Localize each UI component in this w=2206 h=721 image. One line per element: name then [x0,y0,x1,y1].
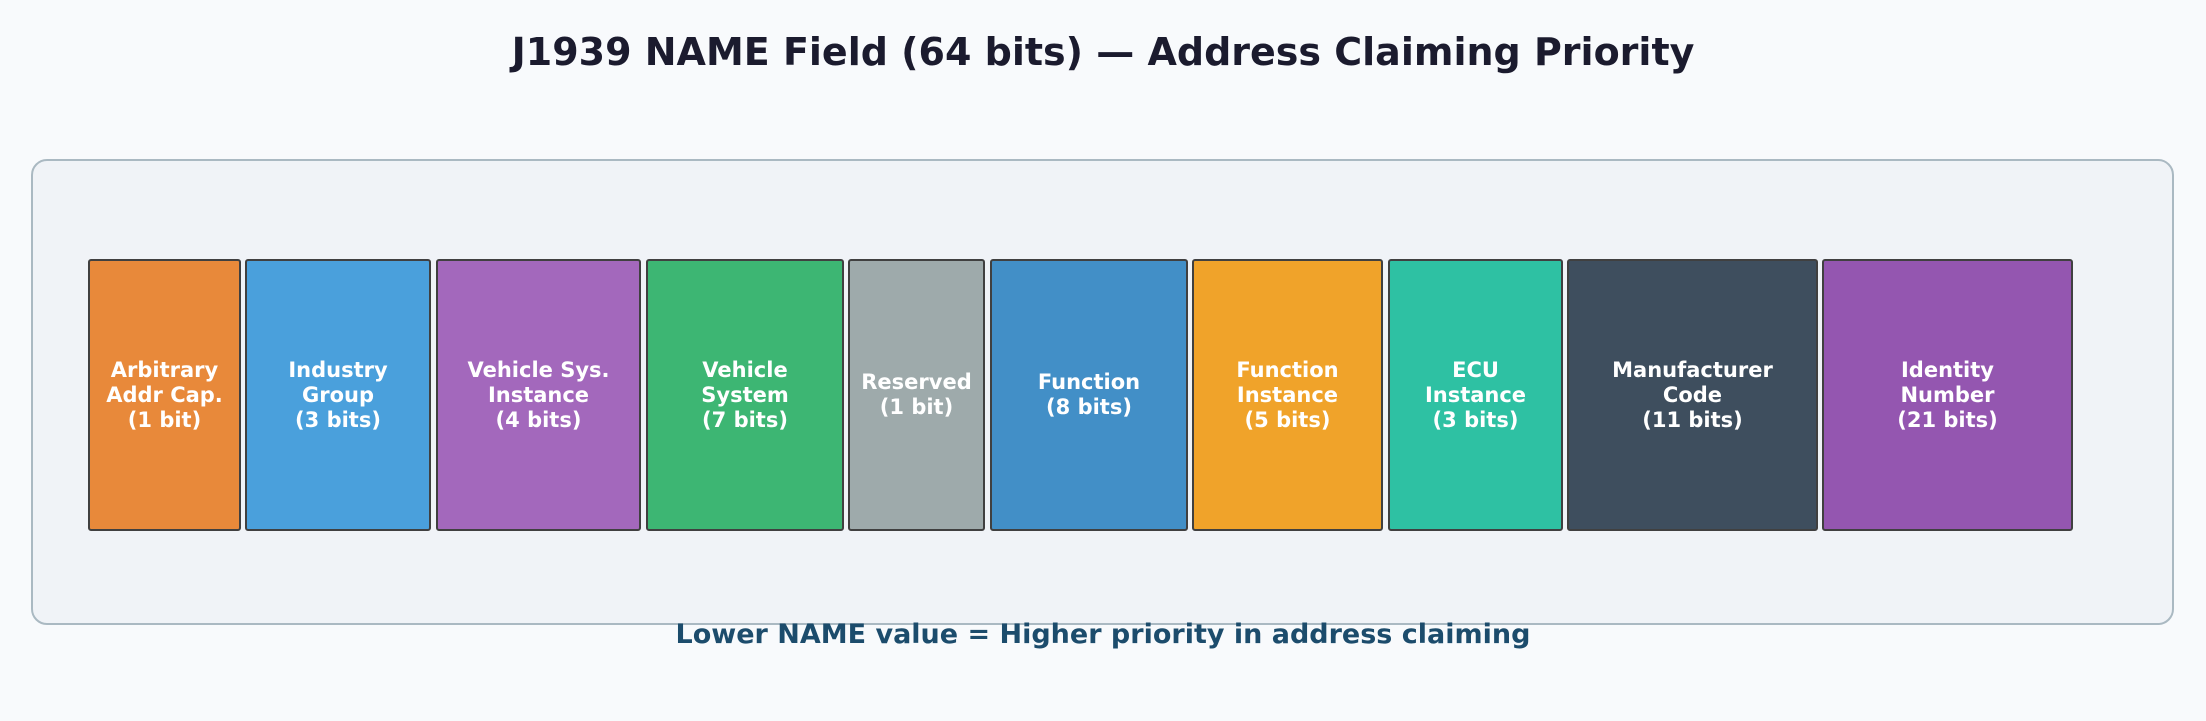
priority-caption: Lower NAME value = Higher priority in ad… [675,619,1531,650]
field-vehicle-system: Vehicle System (7 bits) [646,259,844,531]
field-ecu-instance: ECU Instance (3 bits) [1388,259,1563,531]
field-function: Function (8 bits) [990,259,1188,531]
field-reserved: Reserved (1 bit) [848,259,985,531]
field-vehicle-sys-instance: Vehicle Sys. Instance (4 bits) [436,259,641,531]
field-function-instance: Function Instance (5 bits) [1192,259,1383,531]
diagram-title: J1939 NAME Field (64 bits) — Address Cla… [511,30,1695,74]
field-arbitrary-addr-cap: Arbitrary Addr Cap. (1 bit) [88,259,241,531]
field-industry-group: Industry Group (3 bits) [245,259,431,531]
field-manufacturer-code: Manufacturer Code (11 bits) [1567,259,1818,531]
field-identity-number: Identity Number (21 bits) [1822,259,2073,531]
